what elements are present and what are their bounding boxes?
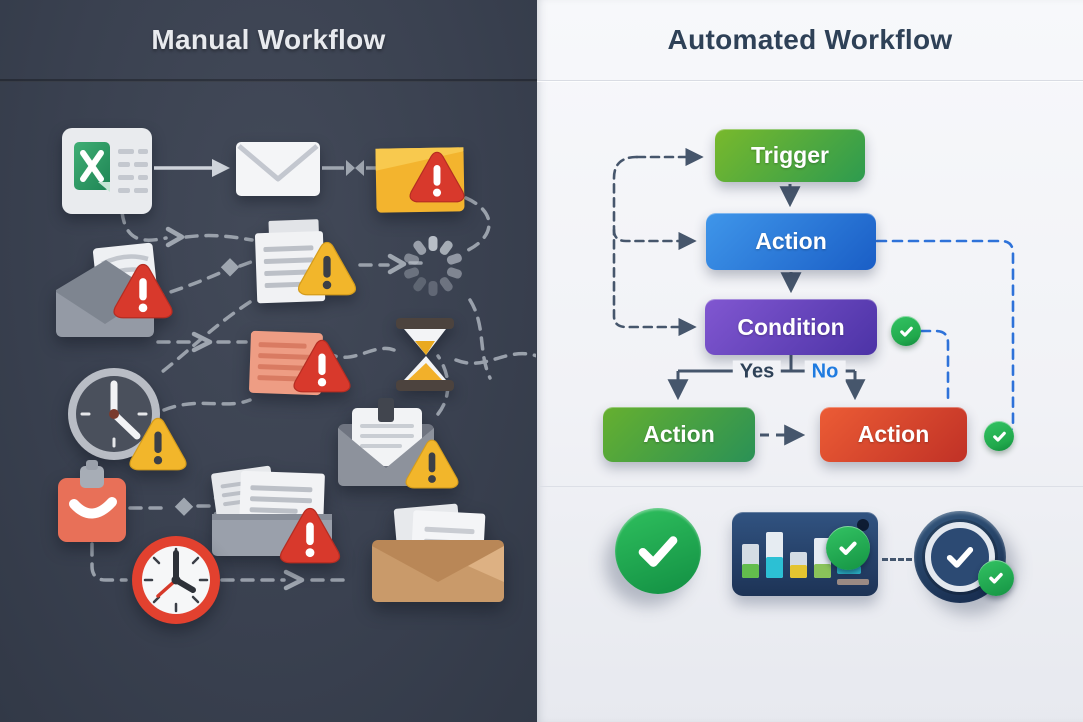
- trigger-label: Trigger: [751, 142, 829, 168]
- action-box: Action: [706, 213, 876, 270]
- condition-label: Condition: [737, 313, 845, 340]
- document-tray-warning-icon: [211, 465, 341, 564]
- sticky-note-warning-icon: [249, 330, 351, 396]
- dashboard-check-icon: [826, 526, 870, 570]
- solid-arrow-connector: [154, 159, 230, 177]
- automated-workflow-title: Automated Workflow: [667, 24, 953, 55]
- action-no-box: Action: [820, 407, 967, 462]
- no-branch-label: No: [804, 360, 846, 384]
- envelope-clipboard-warning-icon: [338, 398, 459, 489]
- right-title-divider: [537, 80, 1083, 81]
- stuffed-envelope-icon: [372, 503, 504, 602]
- badge-ring: [925, 522, 995, 592]
- action-yes-label: Action: [643, 421, 715, 447]
- spreadsheet-document-icon: [62, 128, 152, 214]
- yes-branch-label: Yes: [732, 360, 782, 384]
- action-yes-box: Action: [603, 407, 755, 462]
- loading-spinner-icon: [404, 236, 462, 296]
- document-stack-warning-icon: [254, 219, 357, 304]
- mail-tray-warning-icon: [56, 242, 173, 337]
- manual-workflow-illustration: [56, 128, 537, 624]
- success-check-icon: [615, 508, 701, 594]
- action-no-label: Action: [857, 421, 930, 447]
- email-envelope-icon: [236, 142, 320, 196]
- input-rail: [612, 147, 704, 337]
- connector-diamonds: [174, 258, 240, 516]
- trigger-box: Trigger: [715, 129, 865, 182]
- footer-dashed-connector: [882, 558, 912, 561]
- manual-workflow-title: Manual Workflow: [151, 24, 386, 55]
- bowtie-connector: [322, 160, 378, 176]
- condition-check-icon: [891, 316, 921, 346]
- condition-box: Condition: [705, 299, 877, 355]
- alarm-clock-icon: [132, 536, 220, 624]
- flow-footer-divider: [538, 486, 1083, 487]
- clock-warning-icon: [68, 368, 187, 471]
- action-no-check-icon: [984, 421, 1014, 451]
- badge-mini-check-icon: [978, 560, 1014, 596]
- hourglass-icon: [396, 318, 454, 391]
- left-title-divider: [0, 79, 537, 82]
- warning-note-icon: [375, 147, 465, 213]
- action-label: Action: [755, 228, 827, 254]
- task-clipboard-icon: [58, 460, 126, 542]
